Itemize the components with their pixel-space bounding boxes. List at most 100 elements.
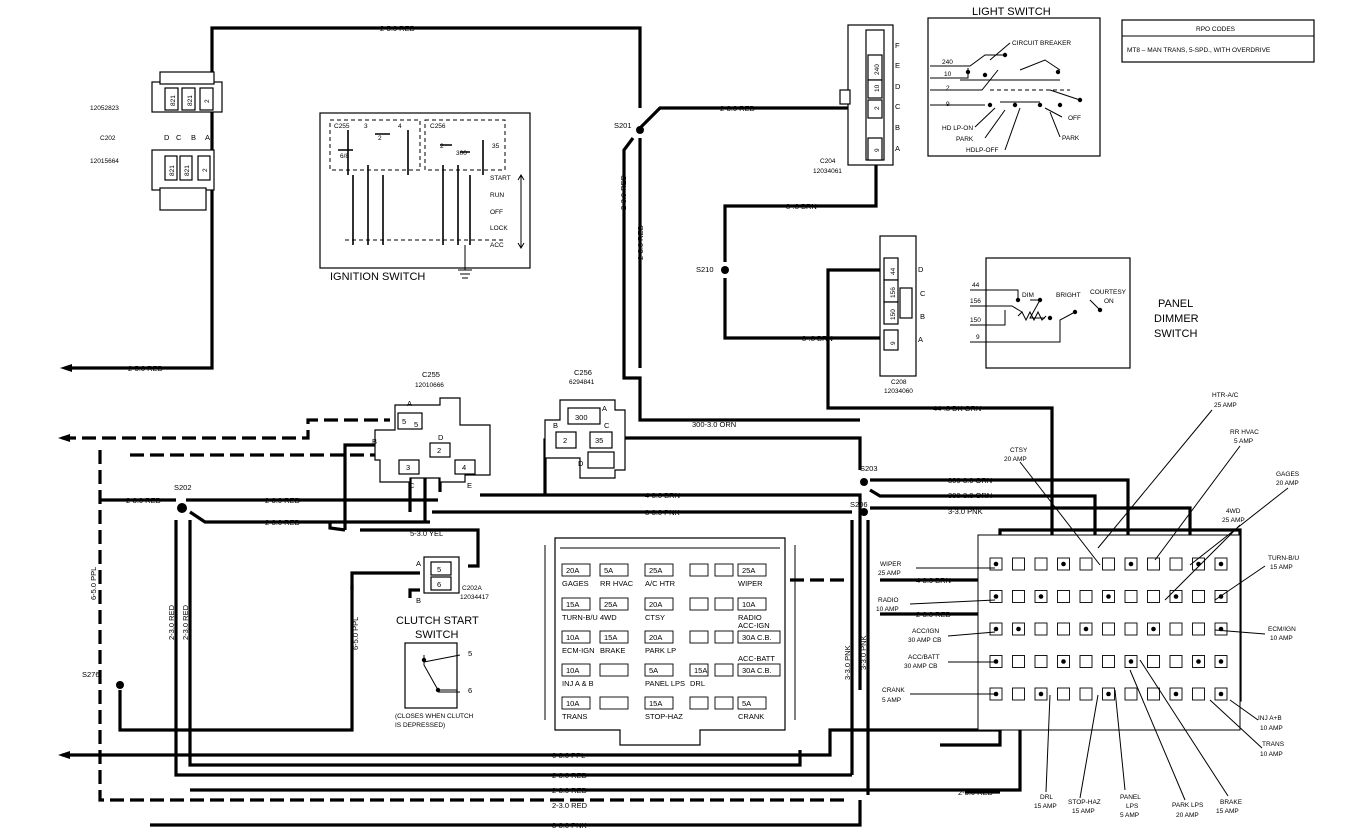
connector-c255: C255 12010666 5 5 3 2 4 A B C D E: [372, 370, 491, 490]
fuse-amp: 5A: [742, 699, 751, 708]
fc-inj-2: 10 AMP: [1260, 725, 1283, 732]
rear-fuse-slot: [1012, 557, 1025, 571]
rear-fuse-terminal: [993, 659, 999, 664]
ign-lock: LOCK: [490, 225, 508, 232]
c255-w4: 4: [462, 463, 466, 472]
rear-fuse-terminal: [1196, 659, 1201, 664]
splice-s276: [116, 681, 124, 689]
ls-hdlp-off: HDLP-OFF: [966, 147, 999, 154]
panel-dimmer: 44 156 150 9 D C B A C208 12034060 44 15…: [879, 235, 1199, 395]
splice-s203-label: S203: [860, 464, 878, 473]
fuse-amp: 10A: [742, 600, 755, 609]
fuse-name: INJ A & B: [562, 679, 594, 688]
fuse-amp: 25A: [604, 600, 617, 609]
fuse-amp: 10A: [566, 633, 579, 642]
splice-s201-label: S201: [614, 121, 632, 130]
clutch-start: 5 6 A B C202A 12034417 CLUTCH START SWIT…: [395, 556, 489, 729]
ign-w35: 35: [492, 143, 500, 150]
fuse-slot: [599, 663, 629, 677]
label-red-s202-r: 2-3.0 RED: [265, 496, 301, 505]
splice-s201: [636, 126, 644, 134]
fuse-name: WIPER: [738, 579, 763, 588]
c204-pin-b: B: [895, 123, 900, 132]
fuse-name: ACC-IGN: [738, 621, 770, 630]
rear-fuse-terminal: [1061, 659, 1066, 664]
rear-fuse-slot: [1034, 655, 1048, 668]
fc-stophaz-1: STOP-HAZ: [1068, 799, 1101, 806]
fc-trans-1: TRANS: [1262, 741, 1285, 748]
c256-part: 6294841: [569, 379, 595, 386]
label-ppl-clutch: 6-5.0 PPL: [351, 617, 360, 650]
c202a-w6: 6: [437, 580, 441, 589]
ign-w2b: 2: [440, 143, 444, 150]
c256-pin-d: D: [578, 459, 584, 468]
fc-crank-2: 5 AMP: [882, 697, 901, 704]
fc-wiper-1: WIPER: [880, 561, 902, 568]
c208-pin-b: B: [920, 312, 925, 321]
fc-accbatt-1: ACC/BATT: [908, 654, 940, 661]
pd-title-3: SWITCH: [1154, 328, 1197, 340]
fc-ctsy-1: CTSY: [1010, 447, 1028, 454]
wire-clutch-top: [350, 571, 420, 590]
rear-fuse-slot: [1057, 590, 1070, 603]
c202a-part: 12034417: [460, 594, 489, 601]
fuse-slot: [737, 663, 781, 677]
fuse-amp: 20A: [566, 566, 579, 575]
fuse-amp: 15A: [566, 600, 579, 609]
wire-ppl-clutch: [118, 585, 354, 732]
clutch-title-1: CLUTCH START: [396, 615, 479, 627]
fuse-name: TURN-B/U: [562, 613, 598, 622]
fc-panel-2: LPS: [1126, 803, 1139, 810]
fuse-name: RADIO: [738, 613, 762, 622]
fuse-slot: [714, 563, 734, 577]
splices: S201 S210 S202 S203 S206 S276: [82, 121, 878, 689]
fc-stophaz-2: 15 AMP: [1072, 808, 1095, 815]
rear-fuse-terminal: [993, 594, 999, 599]
fc-ecm-1: ECM/IGN: [1268, 626, 1296, 633]
wire-brn-top: [723, 150, 878, 262]
fuse-name: A/C HTR: [645, 579, 676, 588]
rear-fuse-slot: [1012, 687, 1025, 701]
rear-fuse-slot: [1147, 655, 1160, 668]
wire-ppl-bottom: [62, 715, 1002, 757]
c255-pin-e: E: [467, 481, 472, 490]
fuse-slot: [689, 696, 709, 710]
c202-part-bottom: 12015664: [90, 158, 119, 165]
ign-c256: C256: [430, 123, 446, 130]
label-red-fb: 2-3.0 RED: [916, 610, 952, 619]
c208-w156: 156: [890, 287, 897, 298]
pd-title-1: PANEL: [1158, 298, 1193, 310]
c255-pin-c: C: [409, 481, 415, 490]
fuse-amp: 20A: [649, 600, 662, 609]
rear-fuse-terminal: [1218, 659, 1224, 664]
pd-bright: BRIGHT: [1056, 292, 1081, 299]
rear-fuse-slot: [1102, 655, 1115, 668]
fuse-slot: [689, 630, 709, 644]
fuse-name: 4WD: [600, 613, 617, 622]
rear-fuse-slot: [1147, 687, 1160, 701]
fuse-slot: [644, 630, 674, 644]
fuse-name: GAGES: [562, 579, 589, 588]
rear-fuse-slot: [1034, 557, 1048, 571]
ls-circuit-breaker: CIRCUIT BREAKER: [1012, 40, 1071, 47]
ign-acc: ACC: [490, 242, 504, 249]
rear-fuse-terminal: [1038, 594, 1044, 599]
pd-w44: 44: [972, 282, 980, 289]
rear-fuse-terminal: [1218, 561, 1224, 567]
ign-start: START: [490, 175, 511, 182]
splice-s202-label: S202: [174, 483, 192, 492]
fc-htr-2: 25 AMP: [1214, 402, 1237, 409]
pd-w156: 156: [970, 298, 981, 305]
fc-ctsy-2: 20 AMP: [1004, 456, 1027, 463]
rear-fuse-terminal: [1038, 691, 1044, 697]
rear-fuse-slot: [1012, 655, 1025, 668]
c204-w10: 10: [874, 84, 881, 92]
wire-yel: [360, 528, 480, 568]
c208-pin-d: D: [918, 265, 924, 274]
rear-fuse-terminal: [1106, 691, 1111, 697]
rear-fuse-terminal: [1151, 626, 1156, 632]
rear-fuse-terminal: [993, 691, 999, 697]
fuse-slot: [737, 563, 767, 577]
fuse-slot: [714, 597, 734, 611]
